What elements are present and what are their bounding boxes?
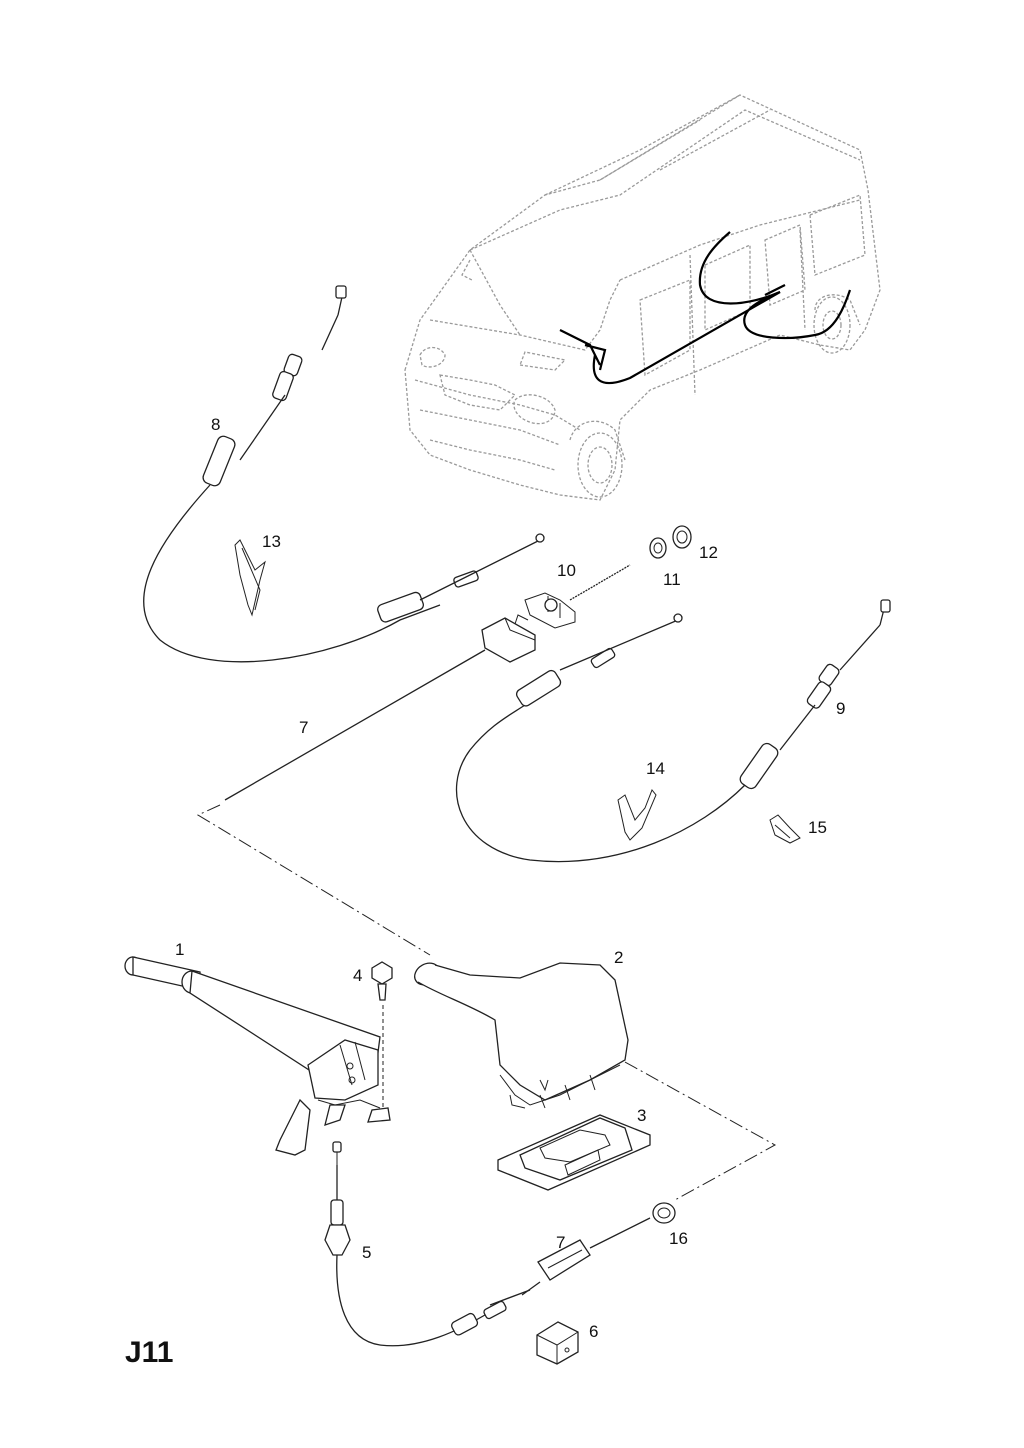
spring-clip-left <box>234 539 266 617</box>
callout-2: 2 <box>614 948 623 967</box>
callout-12: 12 <box>699 543 718 562</box>
cable-connector <box>521 1217 651 1296</box>
callout-5: 5 <box>362 1243 371 1262</box>
bracket-clip <box>536 1321 579 1365</box>
callout-4: 4 <box>353 966 362 985</box>
callout-14: 14 <box>646 759 665 778</box>
front-cable-lower <box>324 1141 531 1347</box>
van-highlighted-equalizer <box>764 284 786 296</box>
grommet <box>652 1202 676 1224</box>
boot-frame <box>497 1114 651 1191</box>
callout-7-front-cable: 7 <box>299 718 308 737</box>
diagram-code: J11 <box>125 1336 173 1369</box>
callout-13: 13 <box>262 532 281 551</box>
connection-lines <box>196 804 777 1201</box>
screw <box>371 961 393 1110</box>
callout-16: 16 <box>669 1229 688 1248</box>
callout-6: 6 <box>589 1322 598 1341</box>
rear-cable-right <box>455 599 891 863</box>
lever-boot <box>414 962 629 1109</box>
cable-adjuster <box>524 564 631 629</box>
retaining-clip <box>769 814 801 844</box>
van-highlighted-lever <box>559 329 607 371</box>
callouts: 1 2 3 4 5 6 7 7 8 9 10 11 12 13 14 15 16 <box>175 415 845 1341</box>
rear-cable-left <box>143 285 545 663</box>
callout-7-connector: 7 <box>556 1233 565 1252</box>
handbrake-lever <box>124 956 391 1156</box>
adjuster-bushing <box>672 525 692 549</box>
van-highlighted-cable-rear-left <box>592 289 852 385</box>
front-cable <box>224 614 536 801</box>
callout-8: 8 <box>211 415 220 434</box>
adjuster-nut <box>649 537 667 559</box>
callout-11: 11 <box>663 570 681 589</box>
callout-9: 9 <box>836 699 845 718</box>
spring-clip-right <box>617 789 657 841</box>
van-highlighted-cable-rear-right <box>698 231 781 305</box>
callout-10: 10 <box>557 561 576 580</box>
callout-1: 1 <box>175 940 184 959</box>
callout-3: 3 <box>637 1106 646 1125</box>
callout-15: 15 <box>808 818 827 837</box>
van-illustration <box>404 94 881 501</box>
